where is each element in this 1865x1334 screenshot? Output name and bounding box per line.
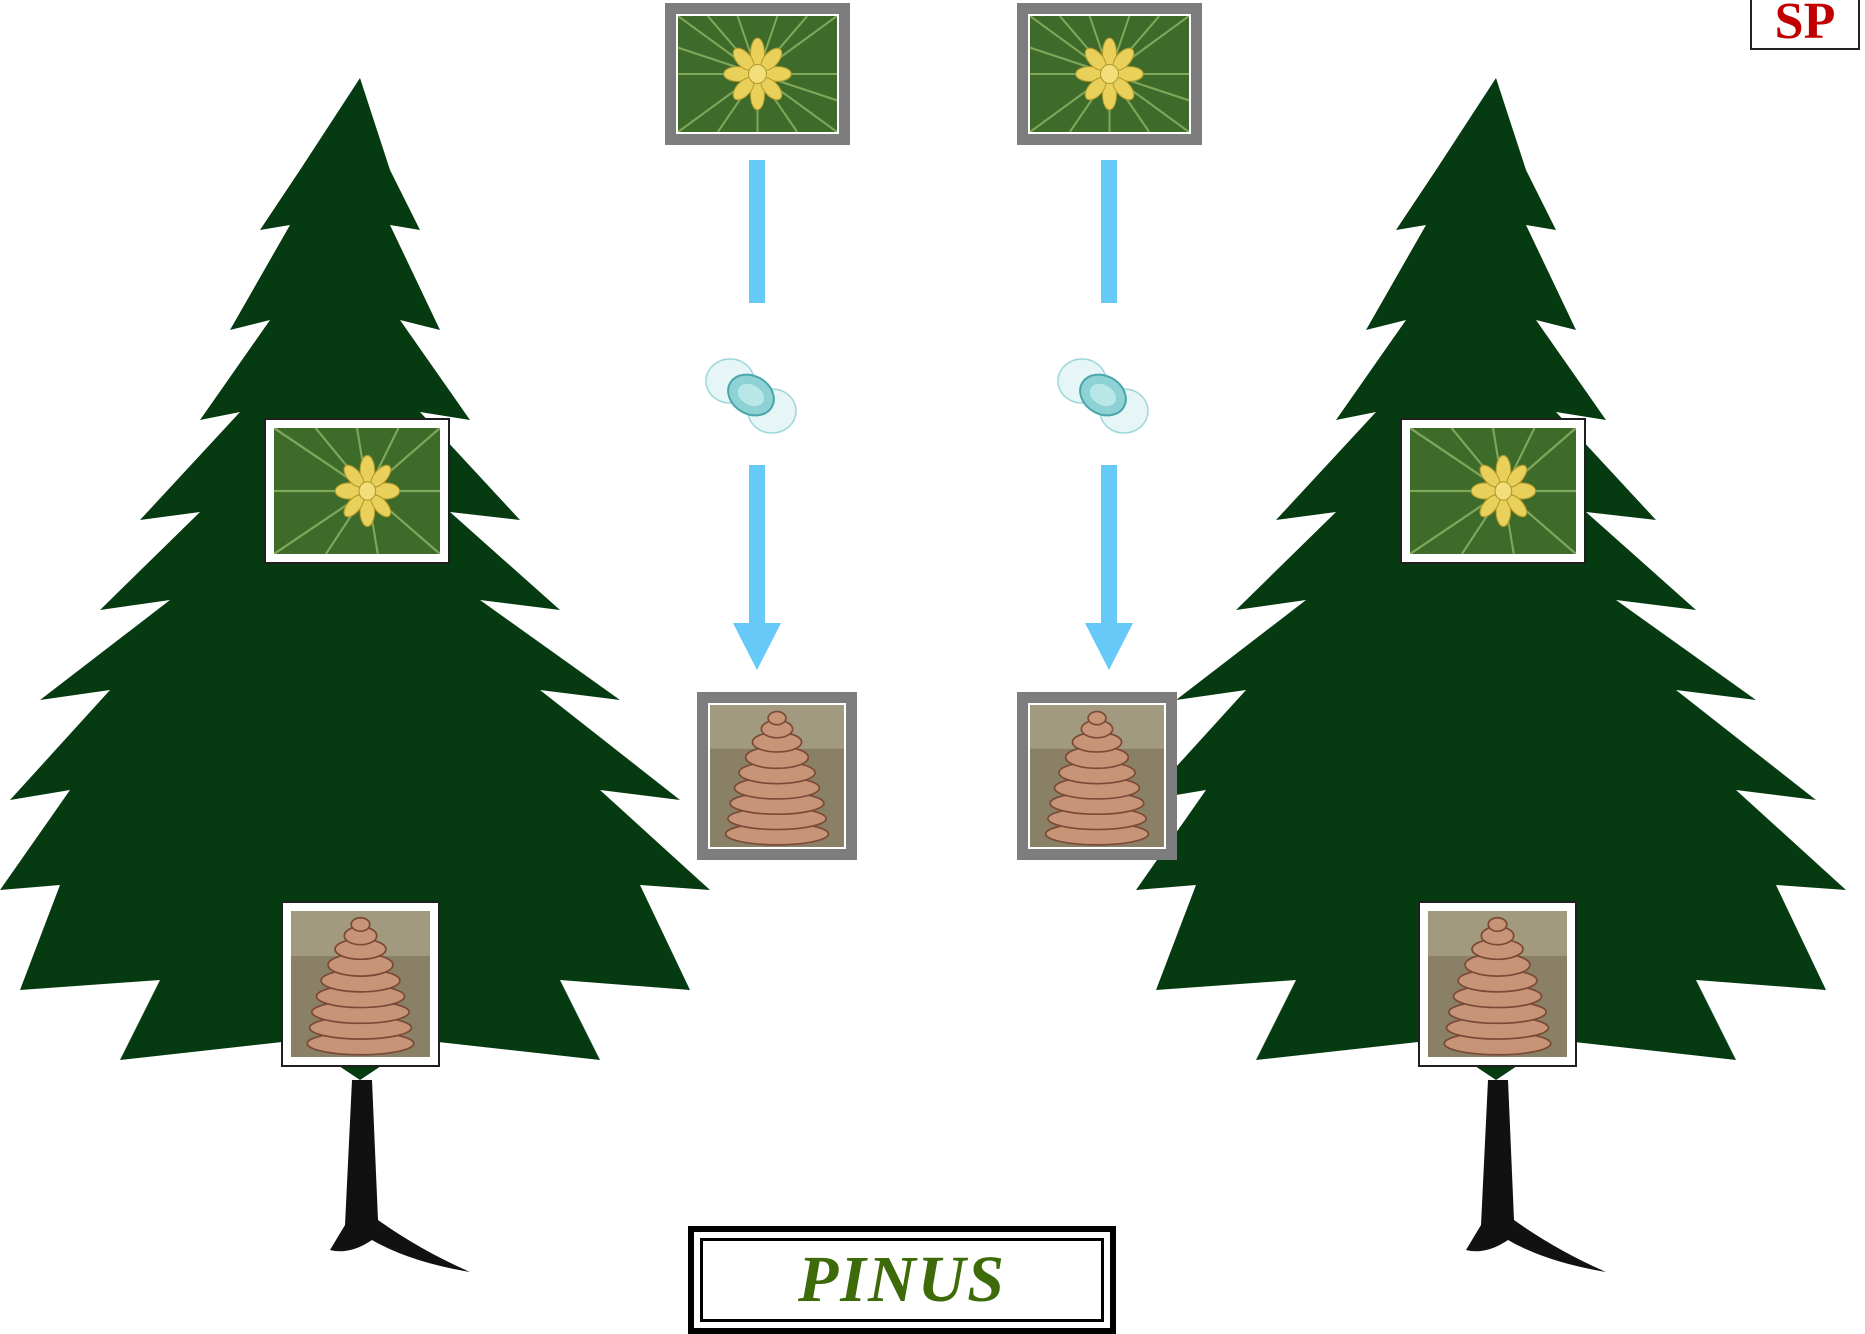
down-arrow-icon — [733, 623, 781, 670]
female-cone-photo-left-tree — [283, 903, 438, 1065]
left-arrow-upper-shaft — [749, 160, 765, 303]
male-cone-photo — [678, 16, 837, 132]
male-cone-photo-left-tree — [266, 420, 448, 562]
left-tree-trunk — [330, 1080, 470, 1272]
sp-badge-text: SP — [1774, 0, 1836, 50]
male-cone-photo-right-tree — [1402, 420, 1584, 562]
female-cone-photo-right-tree — [1420, 903, 1575, 1065]
male-cone-photo — [1410, 428, 1576, 554]
page-title: PINUS — [797, 1243, 1007, 1316]
male-cone-photo-top-left — [665, 3, 850, 145]
left-arrow-lower-shaft — [749, 465, 765, 625]
right-arrow-upper-shaft — [1101, 160, 1117, 303]
male-cone-photo — [274, 428, 440, 554]
female-cone-photo-middle-left — [697, 692, 857, 860]
title-box: PINUS — [688, 1226, 1116, 1334]
female-cone-photo — [1030, 705, 1164, 847]
male-cone-photo-top-right — [1017, 3, 1202, 145]
down-arrow-icon — [1085, 623, 1133, 670]
female-cone-photo — [291, 911, 430, 1057]
title-inner-border: PINUS — [700, 1238, 1104, 1322]
sp-badge: SP — [1750, 0, 1860, 50]
female-cone-photo — [1428, 911, 1567, 1057]
right-arrow-lower-shaft — [1101, 465, 1117, 625]
female-cone-photo — [710, 705, 844, 847]
right-tree-trunk — [1466, 1080, 1606, 1272]
male-cone-photo — [1030, 16, 1189, 132]
female-cone-photo-middle-right — [1017, 692, 1177, 860]
